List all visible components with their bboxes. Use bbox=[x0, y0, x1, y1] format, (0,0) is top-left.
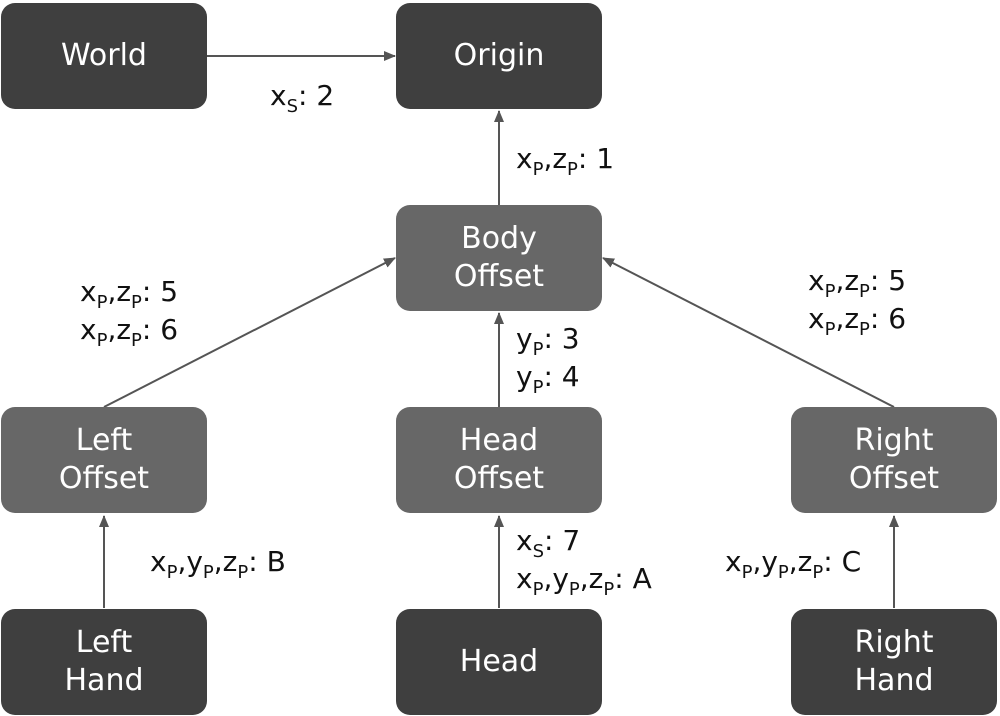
node-right-hand-line-1: Right bbox=[854, 625, 934, 660]
node-world: World bbox=[1, 3, 207, 109]
node-head-offset: Head Offset bbox=[396, 407, 602, 513]
node-head: Head bbox=[396, 609, 602, 715]
node-left-hand: Left Hand bbox=[1, 609, 207, 715]
edge-label-head-head-offset: xS: 7 xP,yP,zP: A bbox=[516, 522, 652, 600]
edge-label-body-offset-origin: xP,zP: 1 bbox=[516, 140, 615, 180]
node-world-label: World bbox=[61, 38, 147, 73]
edge-label-line: xS: 7 bbox=[516, 524, 581, 562]
node-body-offset-line-2: Offset bbox=[453, 259, 545, 294]
edge-label-line: yP: 4 bbox=[516, 360, 580, 398]
node-left-hand-line-1: Left bbox=[75, 625, 133, 660]
node-right-hand-line-2: Hand bbox=[854, 663, 934, 698]
node-right-offset-line-2: Offset bbox=[848, 461, 940, 496]
node-body-offset: Body Offset bbox=[396, 205, 602, 311]
edge-label-line: xP,zP: 5 bbox=[808, 264, 907, 302]
edge-label-line: xP,yP,zP: A bbox=[516, 562, 652, 600]
edge-label-right-hand-right-offset: xP,yP,zP: C bbox=[725, 543, 862, 583]
node-right-hand: Right Hand bbox=[791, 609, 997, 715]
node-left-hand-line-2: Hand bbox=[64, 663, 144, 698]
node-origin-label: Origin bbox=[453, 38, 545, 73]
node-head-label: Head bbox=[459, 644, 539, 679]
edge-label-line: xP,yP,zP: B bbox=[150, 545, 286, 583]
edge-label-left-hand-left-offset: xP,yP,zP: B bbox=[150, 543, 286, 583]
edge-label-line: xP,zP: 1 bbox=[516, 142, 615, 180]
edge-label-line: xP,zP: 6 bbox=[808, 302, 907, 340]
edge-label-head-offset-body-offset: yP: 3 yP: 4 bbox=[516, 320, 580, 398]
node-head-offset-line-2: Offset bbox=[453, 461, 545, 496]
edge-label-left-offset-body-offset: xP,zP: 5 xP,zP: 6 bbox=[80, 273, 179, 351]
node-left-offset: Left Offset bbox=[1, 407, 207, 513]
edge-left-offset-body-offset bbox=[103, 257, 396, 408]
edge-label-line: xP,zP: 6 bbox=[80, 313, 179, 351]
node-right-offset: Right Offset bbox=[791, 407, 997, 513]
edge-label-line: xP,zP: 5 bbox=[80, 275, 179, 313]
node-origin: Origin bbox=[396, 3, 602, 109]
node-body-offset-line-1: Body bbox=[461, 221, 537, 256]
edge-label-right-offset-body-offset: xP,zP: 5 xP,zP: 6 bbox=[808, 262, 907, 340]
edge-label-line: xS: 2 bbox=[270, 79, 335, 117]
node-left-offset-line-1: Left bbox=[75, 423, 133, 458]
edge-label-line: yP: 3 bbox=[516, 322, 580, 360]
edge-label-world-origin: xS: 2 bbox=[270, 77, 335, 117]
node-right-offset-line-1: Right bbox=[854, 423, 934, 458]
node-head-offset-line-1: Head bbox=[459, 423, 539, 458]
edge-right-offset-body-offset bbox=[602, 257, 895, 408]
edge-label-line: xP,yP,zP: C bbox=[725, 545, 862, 583]
node-left-offset-line-2: Offset bbox=[58, 461, 150, 496]
